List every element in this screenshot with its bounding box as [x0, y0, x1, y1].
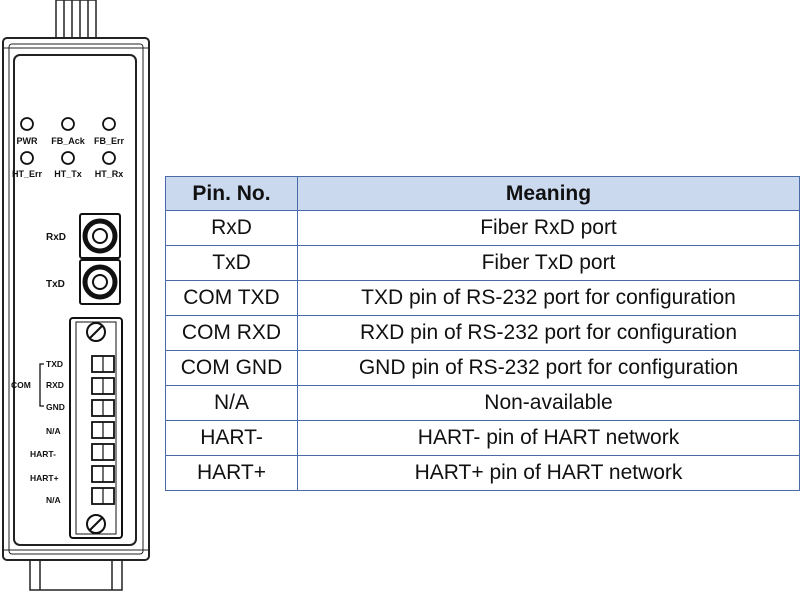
led-indicators: [20, 117, 116, 165]
led-label-pwr: PWR: [17, 136, 38, 146]
table-row: COM RXD RXD pin of RS-232 port for confi…: [165, 315, 800, 351]
fiber-port-txd: [79, 259, 121, 305]
table-row: COM TXD TXD pin of RS-232 port for confi…: [165, 280, 800, 316]
din-rail-clip-top: [55, 0, 97, 39]
led-fb-err-icon: [102, 117, 116, 131]
meaning-cell: Non-available: [297, 385, 800, 421]
table-row: HART+ HART+ pin of HART network: [165, 455, 800, 491]
header-meaning: Meaning: [297, 176, 800, 211]
din-rail-clip-bottom: [29, 559, 123, 591]
table-row: RxD Fiber RxD port: [165, 210, 800, 246]
led-label-ht-rx: HT_Rx: [95, 169, 124, 179]
terminal-label-hart-minus: HART-: [30, 449, 56, 459]
pin-cell: RxD: [165, 210, 298, 246]
terminal-label-txd: TXD: [46, 359, 63, 369]
led-pwr-icon: [20, 117, 34, 131]
pin-cell: HART+: [165, 455, 298, 491]
meaning-cell: TXD pin of RS-232 port for configuration: [297, 280, 800, 316]
table-row: N/A Non-available: [165, 385, 800, 421]
com-group-label: COM: [11, 380, 31, 390]
pin-cell: COM GND: [165, 350, 298, 386]
pin-cell: COM RXD: [165, 315, 298, 351]
led-label-fb-err: FB_Err: [94, 136, 125, 146]
led-label-fb-ack: FB_Ack: [51, 136, 86, 146]
screw-top-icon: [86, 322, 106, 342]
meaning-cell: Fiber TxD port: [297, 245, 800, 281]
meaning-cell: GND pin of RS-232 port for configuration: [297, 350, 800, 386]
terminal-block: [69, 317, 123, 539]
device-front-panel: PWR FB_Ack FB_Err HT_Err HT_Tx HT_Rx RxD…: [2, 0, 150, 591]
table-row: HART- HART- pin of HART network: [165, 420, 800, 456]
com-group-bracket: [39, 363, 44, 407]
led-ht-tx-icon: [61, 151, 75, 165]
fiber-label-rxd: RxD: [46, 232, 66, 243]
terminal-label-na: N/A: [46, 495, 61, 505]
pin-cell: TxD: [165, 245, 298, 281]
pin-definition-table: Pin. No. Meaning RxD Fiber RxD port TxD …: [165, 176, 800, 491]
table-row: COM GND GND pin of RS-232 port for confi…: [165, 350, 800, 386]
screw-bottom-icon: [86, 514, 106, 534]
meaning-cell: RXD pin of RS-232 port for configuration: [297, 315, 800, 351]
meaning-cell: HART+ pin of HART network: [297, 455, 800, 491]
led-label-ht-tx: HT_Tx: [54, 169, 82, 179]
terminal-label-na: N/A: [46, 426, 61, 436]
terminal-label-gnd: GND: [46, 402, 65, 412]
fiber-port-rxd: [79, 213, 121, 259]
terminal-label-hart-plus: HART+: [30, 473, 59, 483]
table-row: TxD Fiber TxD port: [165, 245, 800, 281]
header-pin-no: Pin. No.: [165, 176, 298, 211]
meaning-cell: HART- pin of HART network: [297, 420, 800, 456]
led-fb-ack-icon: [61, 117, 75, 131]
meaning-cell: Fiber RxD port: [297, 210, 800, 246]
terminal-label-rxd: RXD: [46, 380, 64, 390]
pin-cell: N/A: [165, 385, 298, 421]
pin-cell: HART-: [165, 420, 298, 456]
fiber-label-txd: TxD: [46, 279, 65, 290]
pin-cell: COM TXD: [165, 280, 298, 316]
led-ht-err-icon: [20, 151, 34, 165]
led-label-ht-err: HT_Err: [12, 169, 43, 179]
led-ht-rx-icon: [102, 151, 116, 165]
table-header-row: Pin. No. Meaning: [165, 176, 800, 211]
